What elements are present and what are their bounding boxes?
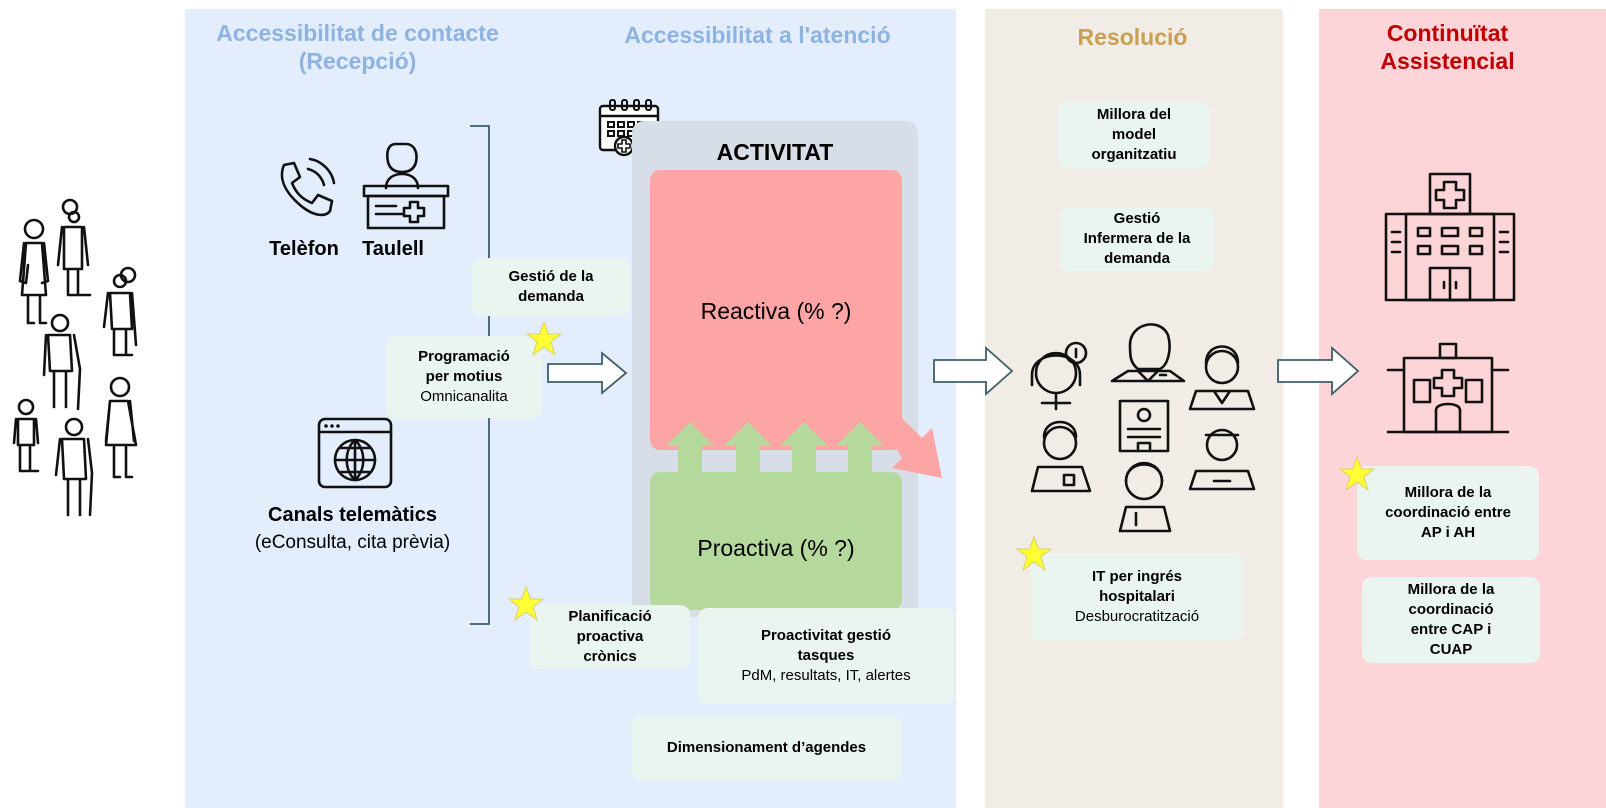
nurse-demand-box: Gestió Infermera de la demanda bbox=[1060, 207, 1214, 271]
star-icon bbox=[1015, 535, 1053, 572]
desk-label: Taulell bbox=[362, 238, 424, 260]
proactive-label: Proactiva (% ?) bbox=[697, 535, 855, 561]
coord-cap-cuap-box: Millora de la coordinació entre CAP i CU… bbox=[1362, 577, 1540, 663]
continuity-title: Continuïtat Assistencial bbox=[1380, 20, 1515, 74]
resolution-title: Resolució bbox=[1077, 24, 1188, 50]
star-icon bbox=[507, 585, 545, 622]
chronic-planning-box: Planificació proactiva crònics bbox=[530, 605, 690, 669]
proactive-tasks-subtitle: PdM, resultats, IT, alertes bbox=[741, 667, 911, 684]
scheduling-title: Programació per motius bbox=[418, 348, 510, 385]
agenda-sizing-box: Dimensionament d’agendes bbox=[632, 716, 901, 780]
clinic-icon bbox=[1386, 342, 1510, 434]
star-icon bbox=[525, 320, 563, 357]
star-icon bbox=[1338, 455, 1376, 492]
proactive-block bbox=[650, 472, 902, 610]
scheduling-box: Programació per motius Omnicanalita bbox=[386, 336, 542, 418]
org-model-box: Millora del model organitzatiu bbox=[1058, 101, 1210, 169]
healthcare-staff-icon bbox=[1030, 323, 1256, 533]
reactive-label: Reactiva (% ?) bbox=[700, 298, 852, 324]
continuity-panel bbox=[1319, 9, 1606, 808]
people-group-icon bbox=[12, 198, 138, 517]
online-channels-subtitle: (eConsulta, cita prèvia) bbox=[254, 532, 451, 553]
arrow-to-continuity bbox=[1277, 346, 1360, 396]
phone-label: Telèfon bbox=[269, 238, 339, 260]
proactive-to-reactive-arrows bbox=[666, 422, 884, 482]
agenda-sizing-label: Dimensionament d’agendes bbox=[666, 739, 867, 756]
proactive-tasks-box: Proactivitat gestió tasques PdM, resulta… bbox=[698, 608, 954, 704]
phone-icon bbox=[280, 157, 336, 217]
it-hospital-box: IT per ingrés hospitalari Desburocratitz… bbox=[1031, 553, 1243, 641]
reactive-outflow-arrow bbox=[874, 400, 942, 478]
arrow-to-resolution bbox=[933, 346, 1014, 396]
online-channels-title: Canals telemàtics bbox=[268, 504, 437, 526]
reception-desk-icon bbox=[362, 142, 450, 230]
org-model-label: Millora del model organitzatiu bbox=[1091, 106, 1177, 163]
chronic-planning-label: Planificació proactiva crònics bbox=[568, 608, 652, 665]
demand-management-label: Gestió de la demanda bbox=[508, 268, 594, 305]
arrow-to-activity bbox=[547, 351, 628, 395]
scheduling-subtitle: Omnicanalita bbox=[420, 388, 508, 405]
web-globe-icon bbox=[317, 417, 393, 489]
demand-management-box: Gestió de la demanda bbox=[472, 258, 630, 316]
coord-cap-cuap-label: Millora de la coordinació entre CAP i CU… bbox=[1407, 581, 1495, 658]
it-hospital-title: IT per ingrés hospitalari bbox=[1091, 568, 1183, 605]
coord-ap-ah-box: Millora de la coordinació entre AP i AH bbox=[1357, 466, 1539, 560]
hospital-icon bbox=[1384, 172, 1516, 302]
reactive-block bbox=[650, 170, 902, 450]
proactive-tasks-title: Proactivitat gestió tasques bbox=[760, 627, 892, 664]
it-hospital-subtitle: Desburocratització bbox=[1074, 608, 1200, 625]
activity-title: ACTIVITAT bbox=[716, 139, 834, 165]
contact-accessibility-title: Accessibilitat de contacte (Recepció) bbox=[216, 20, 499, 74]
attention-accessibility-title: Accessibilitat a l'atenció bbox=[624, 22, 891, 48]
coord-ap-ah-label: Millora de la coordinació entre AP i AH bbox=[1385, 484, 1511, 541]
nurse-demand-label: Gestió Infermera de la demanda bbox=[1083, 210, 1191, 267]
